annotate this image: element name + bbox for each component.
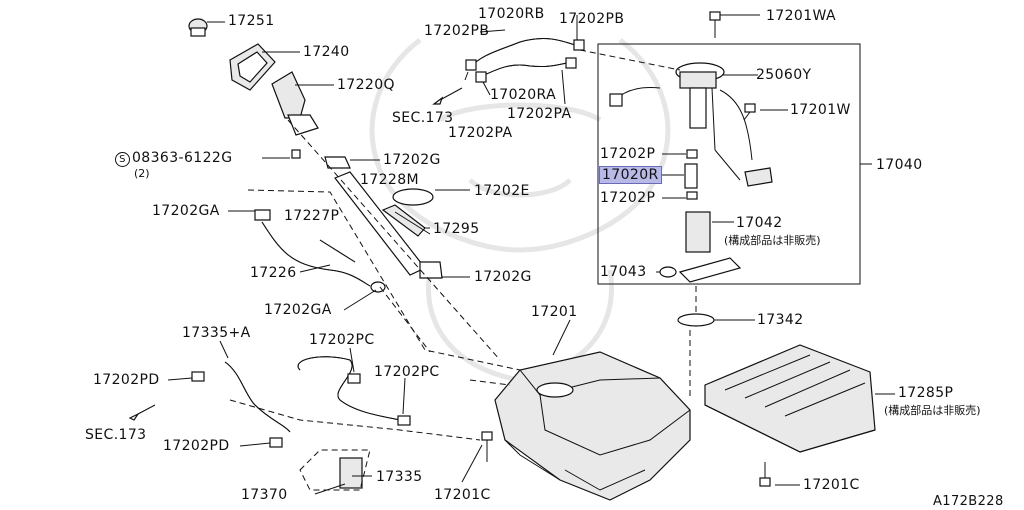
label-17220q: 17220Q <box>337 77 395 93</box>
label-sec173-bottom: SEC.173 <box>85 427 147 443</box>
lower-hoses <box>191 356 411 489</box>
label-17251: 17251 <box>228 13 275 29</box>
label-17043: 17043 <box>600 264 647 280</box>
leader-lines <box>128 14 895 495</box>
fuel-tank <box>494 351 691 501</box>
bolt-code: 08363-6122G <box>132 150 233 166</box>
label-17020ra: 17020RA <box>490 87 557 103</box>
label-17202pb-right: 17202PB <box>559 11 625 27</box>
label-17202pd-lower: 17202PD <box>163 438 230 454</box>
label-17201c-right: 17201C <box>803 477 860 493</box>
label-17240: 17240 <box>303 44 350 60</box>
dashed-lines <box>229 49 697 491</box>
label-25060y: 25060Y <box>756 67 812 83</box>
note-not-sold-1: (構成部品は非販売) <box>724 234 821 247</box>
label-17202pd-upper: 17202PD <box>93 372 160 388</box>
label-17202pa-left: 17202PA <box>448 125 513 141</box>
label-17370: 17370 <box>241 487 288 503</box>
label-sec173-top: SEC.173 <box>392 110 454 126</box>
label-17285p: 17285P <box>898 385 954 401</box>
label-17202g-upper: 17202G <box>383 152 441 168</box>
label-17202pc-lower: 17202PC <box>374 364 440 380</box>
label-17042: 17042 <box>736 215 783 231</box>
diagram-id: A172B228 <box>933 494 1004 509</box>
label-17202p-top: 17202P <box>600 146 656 162</box>
standard-part-symbol: S <box>115 152 130 167</box>
heat-shield <box>704 344 876 453</box>
label-17228m: 17228M <box>360 172 420 188</box>
fuel-pump-module <box>609 62 773 283</box>
label-17335: 17335 <box>376 469 423 485</box>
label-17020r[interactable]: 17020R <box>599 166 662 184</box>
note-not-sold-2: (構成部品は非販売) <box>884 404 981 417</box>
label-17201w: 17201W <box>790 102 851 118</box>
highlighted-part-17020r[interactable]: 17020R <box>599 166 662 184</box>
pump-hoses <box>465 38 585 83</box>
label-17202pc-upper: 17202PC <box>309 332 375 348</box>
gasket <box>677 313 715 327</box>
label-17342: 17342 <box>757 312 804 328</box>
label-17295: 17295 <box>433 221 480 237</box>
label-17202ga-upper: 17202GA <box>152 203 220 219</box>
label-bolt-qty: (2) <box>134 167 150 180</box>
label-17201c-left: 17201C <box>434 487 491 503</box>
label-17201: 17201 <box>531 304 578 320</box>
label-17040: 17040 <box>876 157 923 173</box>
label-17226: 17226 <box>250 265 297 281</box>
label-17020rb: 17020RB <box>478 6 545 22</box>
label-17202ga-lower: 17202GA <box>264 302 332 318</box>
label-17202pb-left: 17202PB <box>424 23 490 39</box>
label-17201wa: 17201WA <box>766 8 836 24</box>
bolts <box>291 11 771 487</box>
label-17335a: 17335+A <box>182 325 251 341</box>
label-17202p-bottom: 17202P <box>600 190 656 206</box>
label-17202g-lower: 17202G <box>474 269 532 285</box>
label-17227p: 17227P <box>284 208 340 224</box>
label-17202pa-right: 17202PA <box>507 106 572 122</box>
label-17202e: 17202E <box>474 183 530 199</box>
